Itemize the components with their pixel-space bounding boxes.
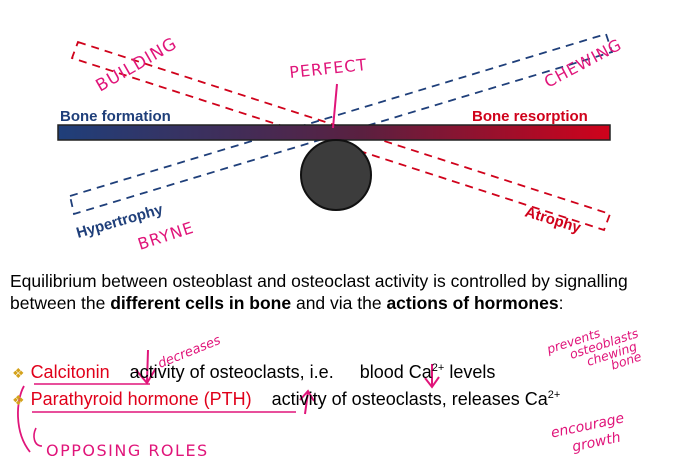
chewing-annotation: CHEWING <box>541 35 625 92</box>
equilibrium-paragraph: Equilibrium between osteoblast and osteo… <box>10 270 670 314</box>
para-text-3: : <box>558 293 564 313</box>
pth-name: Parathyroid hormone (PTH) <box>30 389 252 409</box>
diamond-bullet-icon: ❖ <box>12 365 25 381</box>
building-tilt-bar <box>70 40 612 232</box>
calcitonin-sup: 2+ <box>431 362 445 374</box>
para-text-2: and via the <box>291 293 387 313</box>
perfect-tick <box>332 83 338 129</box>
para-bold-1: different cells in bone <box>110 293 292 313</box>
pth-sup: 2+ <box>547 389 561 401</box>
decrease-arrow-calcitonin <box>135 349 157 385</box>
decrease-arrow-ca <box>424 364 440 389</box>
prevents-annotation: prevents osteoblasts chewing bone <box>544 325 644 372</box>
opposing-roles-bracket <box>17 385 31 453</box>
perfect-annotation: PERFECT <box>288 55 368 82</box>
calcitonin-text-c: levels <box>444 362 496 382</box>
calcitonin-text-b: blood Ca <box>359 362 432 382</box>
pth-bullet: ❖ Parathyroid hormone (PTH) activity of os… <box>12 389 560 410</box>
opposing-roles-hook <box>33 427 43 447</box>
calcitonin-text-a: activity of osteoclasts, i.e. <box>129 362 334 382</box>
calcitonin-name: Calcitonin <box>30 362 110 382</box>
bone-formation-label: Bone formation <box>60 108 171 125</box>
chewing-tilt-bar <box>68 32 614 216</box>
fulcrum <box>300 139 372 211</box>
building-annotation: BUILDING <box>93 34 181 97</box>
para-text-1: Equilibrium between osteoblast and osteo… <box>10 271 628 313</box>
atrophy-label: Atrophy <box>523 204 584 237</box>
increase-arrow-pth <box>299 389 315 415</box>
diamond-bullet-icon: ❖ <box>12 392 25 408</box>
bone-resorption-label: Bone resorption <box>472 108 588 125</box>
encourage-annotation: encourage growth <box>549 410 625 455</box>
pth-text-a: activity of osteoclasts, releases Ca <box>271 389 548 409</box>
opposing-roles-annotation: OPPOSING ROLES <box>46 441 209 460</box>
calcitonin-bullet: ❖ Calcitonin activity of osteoclasts, i.e.… <box>12 362 495 383</box>
bryne-annotation: BRYNE <box>135 218 196 254</box>
para-bold-2: actions of hormones <box>386 293 559 313</box>
